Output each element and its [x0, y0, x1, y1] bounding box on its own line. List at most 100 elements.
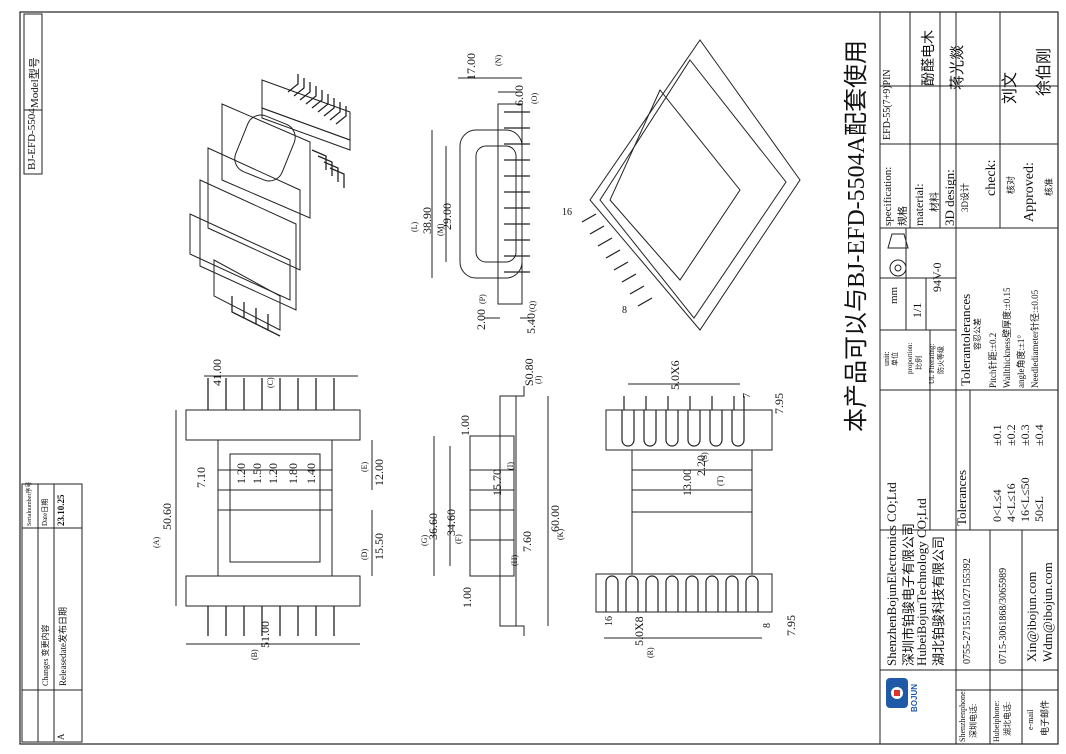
tol-r4v: ±0.4 [1032, 424, 1046, 446]
proportion-cn: 比例 [915, 356, 923, 370]
tol-r1: 0<L≤4 [990, 489, 1004, 522]
dim-pin-7: 7 [742, 393, 753, 398]
design-label: 3D design: [942, 169, 957, 226]
dim-label-p: (P) [478, 294, 487, 304]
tol-r1v: ±0.1 [990, 424, 1004, 446]
dim-795b: 7.95 [784, 615, 798, 636]
approved-label: Approved: [1022, 162, 1037, 222]
dim-1200: 12.00 [372, 459, 386, 486]
dim-3890: 38.90 [420, 207, 434, 234]
top-view [595, 383, 773, 639]
unit-value: mm [888, 286, 900, 304]
changes-table [21, 483, 83, 743]
sz-phone-cn: 深圳电话: [969, 703, 978, 738]
dim-label-a: (A) [152, 536, 161, 548]
material-cn: 材料 [930, 192, 941, 212]
tol-r2: 4<L≤16 [1004, 483, 1018, 522]
model-label: Model型号 [29, 57, 41, 108]
dim-label-o: (O) [530, 92, 539, 104]
changes-col-changes: Changes 变更内容 [41, 624, 50, 686]
logo-text: BOJUN [910, 683, 919, 712]
sz-phone-label: Shenzhenphone: [958, 689, 967, 742]
fire-value: 94V-0 [930, 262, 944, 292]
dim-1550: 15.50 [372, 533, 386, 560]
dim-140: 1.40 [304, 463, 318, 484]
dim-120a: 1.20 [234, 463, 248, 484]
dim-label-d: (D) [360, 548, 369, 560]
tol-pitch: Pitch针距:±0.2 [988, 332, 998, 388]
company-logo [886, 678, 908, 708]
proportion-label: proportion: [906, 342, 914, 375]
dim-5060: 50.60 [160, 503, 174, 530]
email-cn: 电子邮件 [1040, 699, 1050, 736]
dim-label-n: (N) [494, 54, 503, 66]
sz-phone: 0755-27155110/27155392 [962, 558, 973, 664]
spec-label: specification: [882, 166, 894, 226]
tol-r4: 50≤L [1032, 496, 1046, 522]
side-view-top [431, 77, 530, 319]
tol-angle: angle角度:±1° [1016, 334, 1026, 388]
design-cn: 3D设计 [960, 183, 970, 212]
dim-120b: 1.20 [266, 463, 280, 484]
dim-label-c: (C) [266, 377, 275, 388]
iso-pin-8: 8 [622, 305, 627, 316]
isometric-view-right [581, 39, 801, 331]
dim-4100: 41.00 [210, 359, 224, 386]
dim-label-m: (M) [436, 223, 445, 236]
dim-label-l: (L) [410, 221, 419, 232]
side-view-bottom [433, 386, 549, 636]
approved-value: 徐伯刚 [1036, 47, 1053, 96]
tol-r3v: ±0.3 [1018, 424, 1032, 446]
design-value: 蒋光燚 [950, 44, 966, 90]
dim-label-b: (B) [250, 649, 259, 660]
dim-150: 1.50 [250, 463, 264, 484]
isometric-view-left [189, 74, 351, 337]
dim-3460: 34.60 [444, 509, 458, 536]
dim-5x6: 5.0X6 [668, 360, 682, 390]
dim-pin-8: 8 [762, 623, 773, 628]
material-value: 酚醛电木 [922, 30, 937, 86]
dim-1300: 13.00 [680, 469, 694, 496]
tolerance-cn: 容忍公差 [973, 318, 982, 350]
dim-5x8: 5.0X8 [632, 616, 646, 646]
dim-label-i: (I) [506, 462, 515, 470]
dim-label-r: (R) [646, 647, 655, 658]
dim-label-j: (J) [534, 375, 543, 384]
dim-label-g: (G) [420, 534, 429, 546]
email-label: e-mail [1026, 709, 1035, 730]
front-view [175, 375, 373, 645]
dim-label-k: (K) [556, 528, 565, 540]
dim-label-e: (E) [360, 461, 369, 472]
dim-200: 2.00 [474, 309, 488, 330]
dim-label-q: (Q) [528, 300, 537, 312]
dim-label-t: (T) [716, 475, 725, 486]
tol-wall: Wallthickness壁厚度:±0.15 [1002, 287, 1012, 388]
model-value: BJ-EFD-5504 [26, 108, 38, 170]
changes-row-text: Releasedate发布日期 [58, 607, 68, 686]
unit-cn: 单位 [891, 352, 899, 366]
tol-r3: 16<L≤50 [1018, 477, 1032, 522]
material-label: material: [912, 183, 926, 226]
dim-760: 7.60 [520, 531, 534, 552]
dim-pin-16: 16 [604, 616, 615, 626]
approved-cn: 核准 [1044, 177, 1054, 196]
tol-needle: Needlediameter针径:±0.05 [1030, 289, 1040, 388]
dim-540: 5.40 [524, 313, 538, 334]
dim-100b: 1.00 [460, 587, 474, 608]
outer-frame [19, 11, 1059, 745]
tol-r2v: ±0.2 [1004, 424, 1018, 446]
tol-header: Tolerances [954, 469, 969, 526]
title-block-grid [880, 12, 1058, 744]
proportion-value: 1/1 [910, 302, 924, 318]
hb-phone-label: Hubeiphone: [992, 700, 1001, 742]
projection-symbol [887, 233, 909, 277]
hb-phone-cn: 湖北电话: [1003, 701, 1012, 736]
check-value: 刘文 [1002, 71, 1019, 104]
dim-100a: 1.00 [458, 415, 472, 436]
dim-1570: 15.70 [490, 469, 504, 496]
changes-col-serial: Serialnumber序号 [27, 481, 33, 526]
dim-710: 7.10 [194, 467, 208, 488]
company-cn-2: 湖北铂骏科技有限公司 [931, 535, 946, 666]
spec-value: EFD-55(7+9)PIN [882, 69, 893, 140]
